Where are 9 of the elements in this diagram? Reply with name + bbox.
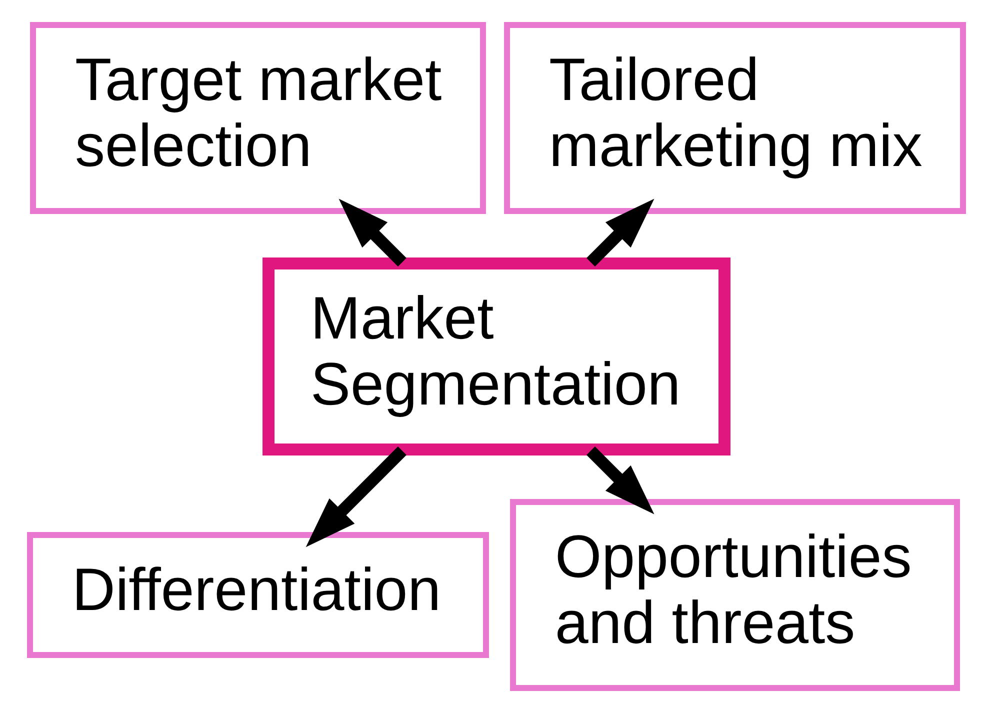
- node-box: Market Segmentation: [262, 258, 730, 456]
- arrow: [306, 446, 406, 548]
- node-box: Differentiation: [27, 532, 489, 658]
- arrow: [586, 198, 654, 266]
- arrow: [586, 446, 654, 514]
- node-box: Tailored marketing mix: [504, 22, 966, 214]
- arrow: [338, 198, 406, 266]
- node-box: Target market selection: [30, 22, 486, 214]
- node-box: Opportunities and threats: [510, 499, 960, 691]
